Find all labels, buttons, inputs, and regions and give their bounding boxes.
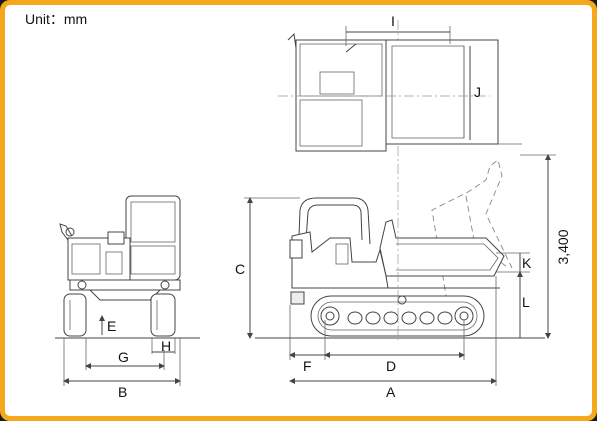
label-i: I bbox=[391, 13, 395, 29]
unit-label: Unit：mm bbox=[25, 11, 88, 27]
dimension-diagram: E G H B C F D A K L I J 3,400 bbox=[55, 13, 571, 400]
label-k: K bbox=[522, 255, 532, 271]
label-height-3400: 3,400 bbox=[555, 229, 571, 264]
label-l: L bbox=[522, 294, 530, 310]
label-f: F bbox=[303, 358, 312, 374]
top-view bbox=[278, 26, 522, 152]
label-e: E bbox=[107, 318, 116, 334]
label-c: C bbox=[235, 261, 245, 277]
label-a: A bbox=[386, 384, 396, 400]
label-b: B bbox=[118, 384, 127, 400]
side-view bbox=[244, 20, 556, 386]
label-j: J bbox=[474, 84, 481, 100]
label-d: D bbox=[386, 358, 396, 374]
label-g: G bbox=[118, 349, 129, 365]
front-view bbox=[55, 195, 200, 386]
label-h: H bbox=[161, 338, 171, 354]
